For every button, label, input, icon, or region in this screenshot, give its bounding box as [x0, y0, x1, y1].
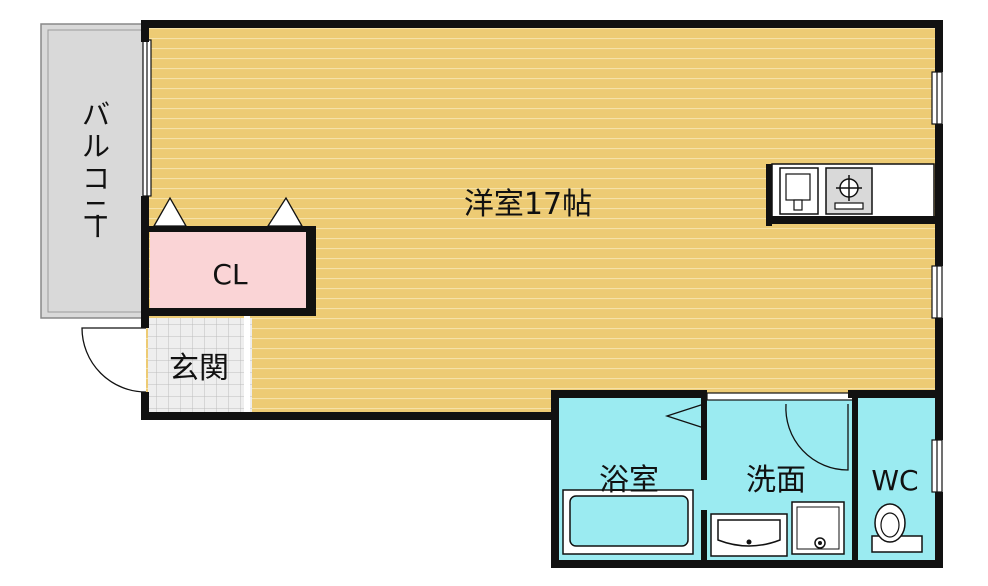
bath-label: 浴室: [599, 463, 659, 498]
entrance-label: 玄関: [169, 351, 229, 386]
balcony-char: ル: [82, 130, 110, 163]
main-room-label: 洋室17帖: [464, 187, 592, 222]
toilet: [871, 503, 923, 553]
bathtub: [562, 489, 694, 555]
entrance-floor: [148, 318, 252, 412]
balcony-char: バ: [82, 98, 110, 131]
balcony-char: ニ: [82, 194, 110, 227]
washbasin: [710, 513, 788, 557]
closet-label: CL: [212, 258, 248, 291]
balcony-label: バ ル コ ニ ー: [80, 98, 113, 240]
balcony: [40, 23, 146, 319]
balcony-char: コ: [82, 162, 110, 195]
washing-machine-pan: [791, 501, 845, 555]
stove-icon: [825, 167, 873, 215]
balcony-char: ー: [80, 212, 113, 240]
toilet-label: WC: [871, 464, 918, 497]
washroom-label: 洗面: [746, 463, 806, 498]
closet: [150, 230, 308, 310]
walls: [141, 20, 943, 568]
